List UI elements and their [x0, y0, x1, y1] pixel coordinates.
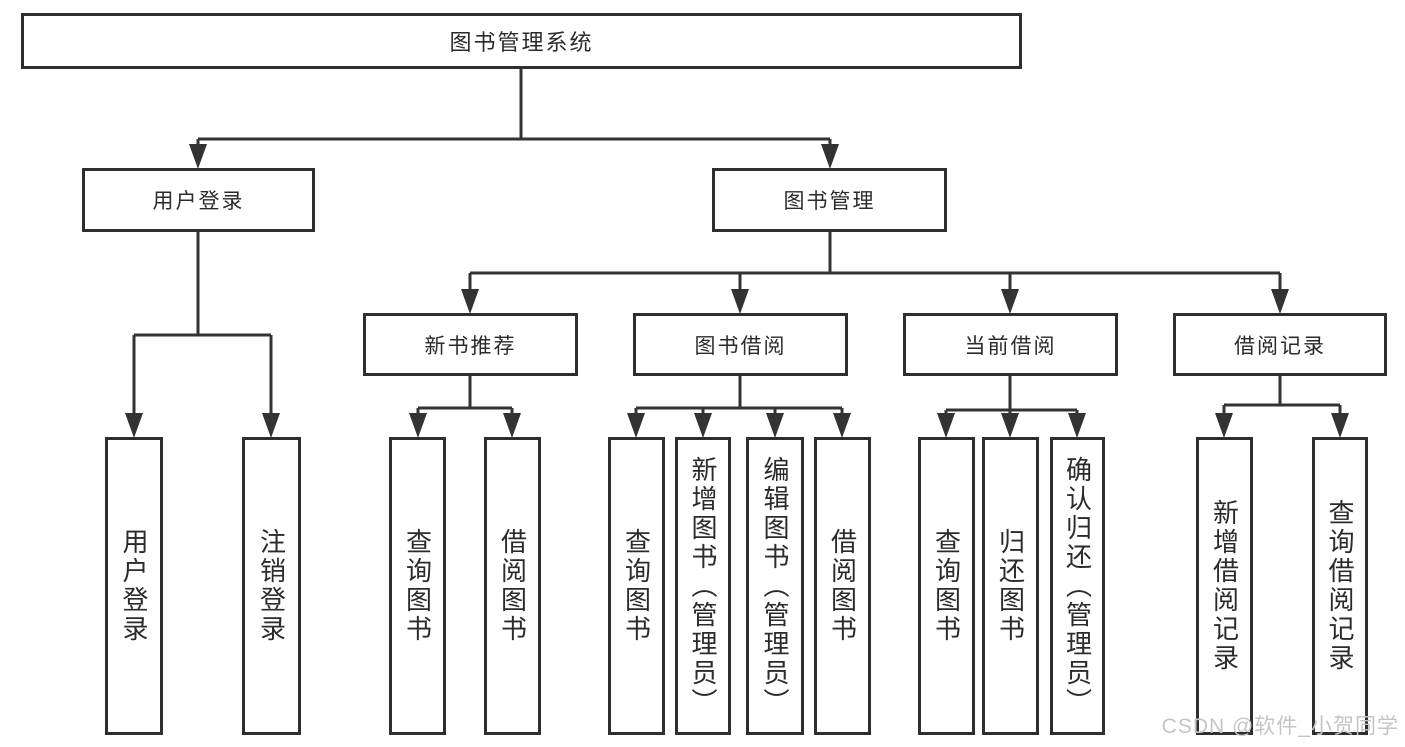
node-label: 确认归还（管理员） [1062, 455, 1093, 717]
node-label: 图书管理 [783, 190, 876, 213]
node-current-borrowing: 当前借阅 [903, 313, 1118, 376]
node-borrowing-records: 借阅记录 [1173, 313, 1387, 376]
node-book-management: 图书管理 [712, 168, 947, 232]
node-label: 借阅记录 [1234, 334, 1326, 358]
node-label: 图书借阅 [694, 334, 787, 358]
leaf-borrow-books: 借阅图书 [814, 437, 871, 735]
leaf-return-books: 归还图书 [982, 437, 1039, 735]
node-book-borrowing: 图书借阅 [633, 313, 848, 376]
node-label: 编辑图书（管理员） [760, 455, 790, 717]
leaf-add-books-admin: 新增图书（管理员） [675, 437, 731, 735]
node-label: 查询图书 [931, 528, 962, 644]
node-label: 借阅图书 [497, 528, 528, 644]
node-label: 新增借阅记录 [1209, 499, 1240, 673]
leaf-confirm-return-admin: 确认归还（管理员） [1050, 437, 1105, 735]
leaf-borrow-books: 借阅图书 [484, 437, 541, 735]
node-label: 新增图书（管理员） [688, 455, 718, 717]
node-label: 借阅图书 [827, 528, 858, 644]
node-user-login: 用户登录 [82, 168, 315, 232]
leaf-query-borrow-record: 查询借阅记录 [1312, 437, 1368, 735]
node-label: 归还图书 [995, 528, 1026, 644]
node-label: 用户登录 [152, 190, 245, 213]
node-label: 用户登录 [119, 528, 149, 644]
node-new-book-recommendation: 新书推荐 [363, 313, 578, 376]
leaf-user-login: 用户登录 [105, 437, 163, 735]
leaf-logout: 注销登录 [242, 437, 301, 735]
node-label: 查询图书 [402, 528, 433, 644]
leaf-add-borrow-record: 新增借阅记录 [1196, 437, 1253, 735]
leaf-query-books: 查询图书 [608, 437, 665, 735]
node-label: 查询借阅记录 [1325, 499, 1355, 673]
leaf-query-books: 查询图书 [389, 437, 446, 735]
node-label: 当前借阅 [964, 334, 1057, 358]
leaf-query-books: 查询图书 [918, 437, 975, 735]
node-label: 查询图书 [621, 528, 652, 644]
node-label: 图书管理系统 [449, 30, 594, 55]
node-label: 新书推荐 [424, 334, 517, 358]
node-label: 注销登录 [256, 528, 287, 644]
csdn-watermark: CSDN @软件_小贺同学 [1161, 715, 1399, 738]
node-library-management-system: 图书管理系统 [21, 13, 1022, 69]
leaf-edit-books-admin: 编辑图书（管理员） [746, 437, 804, 735]
